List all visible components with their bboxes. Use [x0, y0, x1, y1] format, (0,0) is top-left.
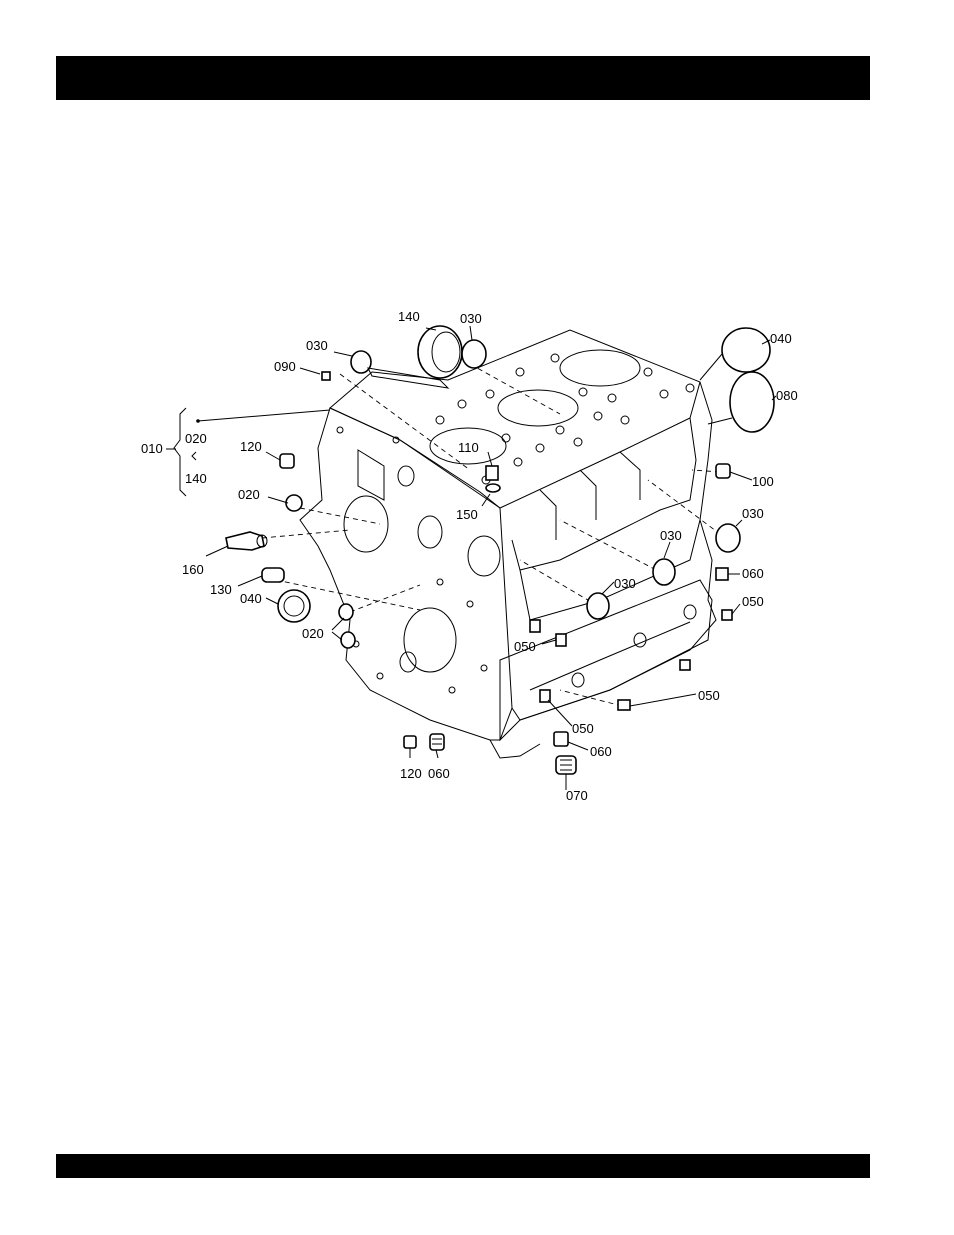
- callout-030-right-2: 030: [660, 528, 682, 543]
- part-040-right-cover: [700, 328, 770, 380]
- part-120-left-plug: [280, 454, 294, 468]
- callout-020-bottom: 020: [302, 626, 324, 641]
- deck-holes: [436, 354, 694, 484]
- part-120-bottom-plug: [404, 736, 416, 748]
- callout-140-group: 140: [185, 471, 207, 486]
- part-110-dowel: [486, 466, 498, 480]
- callout-020-group: 020: [185, 431, 207, 446]
- callout-160: 160: [182, 562, 204, 577]
- part-030-top-plug: [462, 340, 486, 368]
- part-080-seal: [708, 372, 774, 432]
- callout-140-top: 140: [398, 309, 420, 324]
- callout-060-right: 060: [742, 566, 764, 581]
- callout-030-right-3: 030: [614, 576, 636, 591]
- part-020-bottom-plugs: [339, 604, 355, 648]
- callout-130: 130: [210, 582, 232, 597]
- callout-030-top: 030: [460, 311, 482, 326]
- part-090-pin: [322, 372, 330, 380]
- part-060-bottom-bolt: [430, 734, 444, 750]
- callout-020-left: 020: [238, 487, 260, 502]
- callout-040-left: 040: [240, 591, 262, 606]
- part-130-sleeve: [262, 568, 284, 582]
- callout-050-mid: 050: [514, 639, 536, 654]
- callout-050-right: 050: [742, 594, 764, 609]
- part-020-left-plug: [286, 495, 302, 511]
- engine-block: [300, 330, 716, 758]
- callout-060-bottom: 060: [428, 766, 450, 781]
- callout-010: 010: [141, 441, 163, 456]
- callout-050-lower: 050: [572, 721, 594, 736]
- callout-050-right-2: 050: [698, 688, 720, 703]
- callout-030-right-1: 030: [742, 506, 764, 521]
- callout-150: 150: [456, 507, 478, 522]
- callout-120-bottom: 120: [400, 766, 422, 781]
- part-040-left-seal: [278, 590, 310, 622]
- part-070-drain-plug: [556, 756, 576, 774]
- callout-080: 080: [776, 388, 798, 403]
- callout-090: 090: [274, 359, 296, 374]
- callout-060-lower: 060: [590, 744, 612, 759]
- part-150-ring: [486, 484, 500, 492]
- callout-110: 110: [458, 440, 479, 455]
- footer-bar: [56, 1154, 870, 1178]
- callout-120-left: 120: [240, 439, 262, 454]
- part-100-plug: [716, 464, 730, 478]
- part-060-lower-bolt: [554, 732, 568, 746]
- part-160-sensor: [226, 532, 267, 550]
- part-140-top-plug: [418, 326, 462, 378]
- assembly-lines: [262, 364, 728, 706]
- callout-030-left: 030: [306, 338, 328, 353]
- callout-070: 070: [566, 788, 588, 803]
- callout-100: 100: [752, 474, 774, 489]
- callout-040-right: 040: [770, 331, 792, 346]
